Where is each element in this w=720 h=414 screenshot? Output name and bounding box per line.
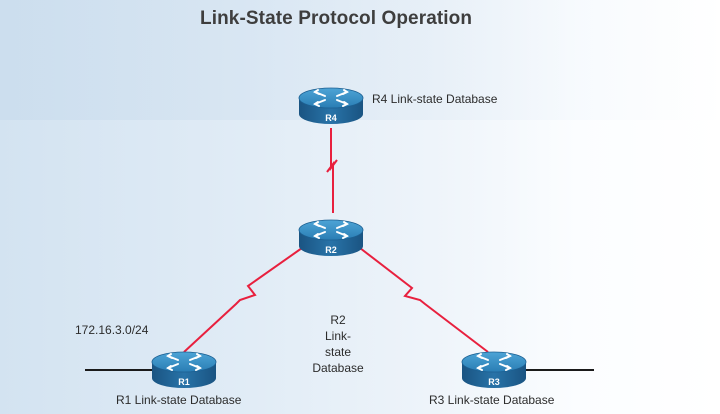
r1-database-label: R1 Link-state Database [116, 393, 242, 407]
router-r3-label: R3 [488, 377, 500, 387]
serial-link-r2-r1 [183, 247, 303, 353]
router-r4-label: R4 [325, 113, 337, 123]
r2-db-line: Link- [324, 329, 351, 343]
r2-database-label: R2 Link- state Database [298, 312, 378, 376]
router-r2-label: R2 [325, 245, 337, 255]
serial-link-r2-r3 [359, 247, 489, 353]
page-title: Link-State Protocol Operation [200, 8, 473, 29]
network-address-label: 172.16.3.0/24 [75, 323, 149, 337]
r2-db-line: R2 [330, 313, 346, 327]
r2-db-line: Database [312, 361, 364, 375]
r2-db-line: state [324, 345, 351, 359]
r4-database-label: R4 Link-state Database [372, 92, 498, 106]
r3-database-label: R3 Link-state Database [429, 393, 555, 407]
serial-link-r4-r2 [326, 128, 338, 213]
router-r1-label: R1 [178, 377, 190, 387]
